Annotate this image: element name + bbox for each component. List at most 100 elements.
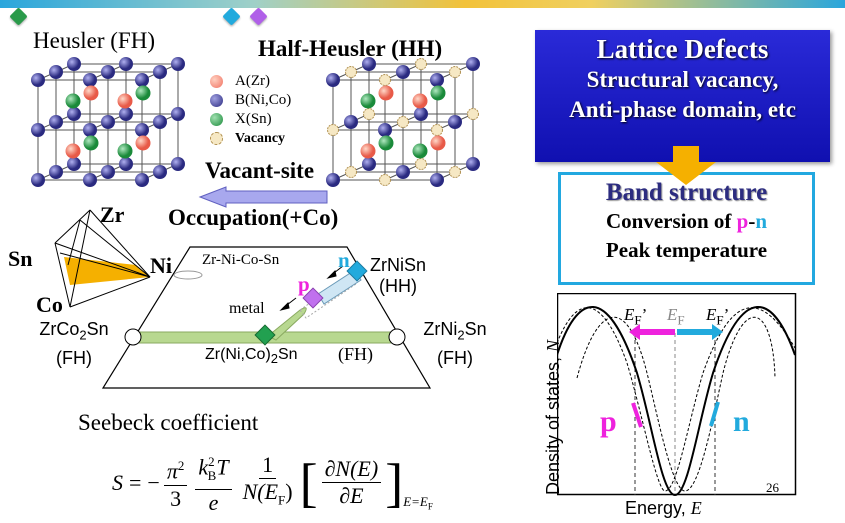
tetra-ni: Ni: [150, 253, 172, 278]
b-atom: [153, 115, 167, 129]
mid-compound-label: Zr(Ni,Co)2Sn: [205, 346, 298, 366]
vacancy-site: [397, 116, 409, 128]
ylabel-text: Density of states,: [543, 351, 563, 495]
b-atom: [49, 165, 63, 179]
vacancy-site: [449, 66, 461, 78]
right-compound: ZrNi: [423, 319, 458, 339]
dos-curve-solid: [557, 306, 796, 496]
xlabel-var: E: [690, 498, 702, 518]
b-atom: [430, 73, 444, 87]
ef-right-sub: F: [716, 312, 724, 328]
half-heusler-lattice: [326, 57, 480, 187]
mid-compound: Zr(Ni,Co): [205, 346, 271, 363]
legend-a: A(Zr): [210, 72, 291, 91]
system-label: Zr-Ni-Co-Sn: [202, 252, 280, 268]
purple-diamond-icon: [249, 7, 268, 26]
x-atom: [412, 143, 428, 159]
eq-equals: =: [129, 469, 142, 495]
defects-line1: Structural vacancy,: [586, 67, 779, 92]
ef-mid-label: EF: [667, 305, 685, 328]
n-shift-arrow-icon: [677, 324, 723, 340]
ef-mid-sub: F: [677, 312, 685, 328]
b-atom: [466, 57, 480, 71]
p-shift-arrow-icon: [629, 324, 675, 340]
band-structure-box: Band structure Conversion of p-n Peak te…: [558, 172, 815, 285]
vacancy-icon: [210, 132, 223, 145]
a-atom: [135, 135, 151, 151]
b-atom: [344, 115, 358, 129]
eq-condition: E=EF: [403, 494, 433, 512]
dos-plot: [557, 293, 797, 496]
left-type: (FH): [56, 347, 92, 368]
legend-label: B(Ni,Co): [235, 92, 292, 108]
ef-left-sub: F: [634, 312, 642, 328]
b-atom: [83, 73, 97, 87]
n-label: n: [338, 248, 350, 272]
eq-deriv-frac: ∂N(E)∂E: [321, 456, 382, 509]
eq-k: k: [198, 454, 209, 480]
b-atom: [362, 57, 376, 71]
hh-type: (HH): [379, 276, 417, 296]
b-atom: [135, 173, 149, 187]
metal-label: metal: [229, 300, 265, 317]
x-atom: [378, 135, 394, 151]
y-axis-label: Density of states, N: [543, 340, 564, 495]
down-arrow-icon: [656, 146, 716, 185]
mid-suffix: Sn: [278, 346, 298, 363]
b-atom: [83, 173, 97, 187]
a-atom: [65, 143, 81, 159]
b-atom: [396, 65, 410, 79]
b-atom: [135, 123, 149, 137]
ef-right-e: E: [706, 305, 717, 324]
seebeck-title: Seebeck coefficient: [78, 410, 259, 435]
conv-dash: -: [748, 209, 756, 233]
left-compound: ZrCo: [39, 319, 80, 339]
b-atom: [67, 107, 81, 121]
a-atom: [83, 85, 99, 101]
defects-title: Lattice Defects: [596, 34, 769, 64]
b-atom: [396, 165, 410, 179]
vacancy-site: [363, 108, 375, 120]
b-atom: [31, 73, 45, 87]
legend-label: A(Zr): [235, 73, 270, 89]
a-atom: [360, 143, 376, 159]
x-atom: [117, 143, 133, 159]
tetra-co: Co: [36, 292, 63, 317]
conv-prefix: Conversion of: [605, 209, 737, 233]
mid-sub: 2: [270, 351, 278, 367]
heusler-lattice: [31, 57, 185, 187]
legend-x: X(Sn): [210, 110, 291, 129]
ef-right-label: EF’: [706, 305, 729, 328]
right-sub: 2: [457, 327, 465, 343]
legend-label: Vacancy: [235, 130, 286, 146]
vacancy-site: [449, 166, 461, 178]
legend-label: X(Sn): [235, 111, 272, 127]
vacancy-site: [327, 124, 339, 136]
ef-mid-e: E: [667, 305, 678, 324]
eq-de: ∂E: [339, 483, 364, 508]
dos-curve-dashed-right: [576, 316, 776, 492]
eq-k-sub: B: [207, 467, 217, 483]
left-arrow-icon: [198, 186, 328, 208]
conv-p: p: [736, 209, 749, 233]
conversion-line: Conversion of p-n: [561, 207, 812, 236]
vacancy-site: [379, 174, 391, 186]
blue-diamond-icon: [222, 7, 241, 26]
tetra-sn: Sn: [8, 246, 33, 271]
dos-curve-dashed-left: [557, 307, 796, 492]
phase-section-diagram: [101, 246, 432, 389]
p-slope-mark: [631, 402, 643, 428]
zrco2sn-label: ZrCo2Sn (FH): [24, 318, 124, 370]
b-atom: [119, 107, 133, 121]
eq-e: e: [208, 489, 219, 515]
eq-rbracket: ]: [385, 452, 404, 513]
title-bar: [0, 0, 845, 8]
eq-t: T: [216, 454, 229, 480]
green-diamond-icon: [9, 7, 28, 26]
eq-pi: π: [166, 458, 178, 484]
b-atom: [67, 57, 81, 71]
a-atom: [430, 135, 446, 151]
peak-line: Peak temperature: [605, 238, 768, 262]
